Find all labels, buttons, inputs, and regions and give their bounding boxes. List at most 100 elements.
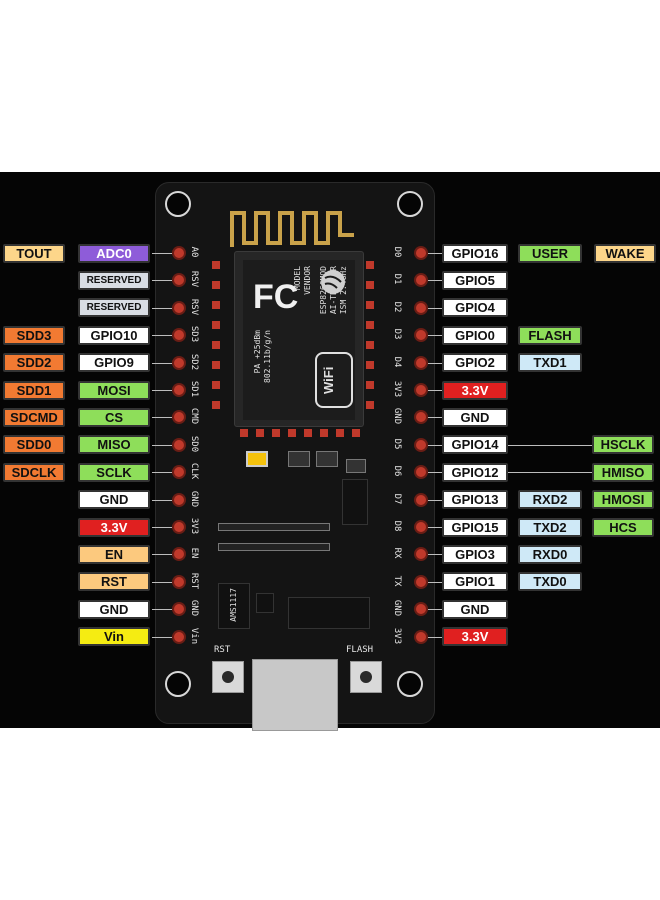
silkscreen-rsv: RSV: [189, 298, 199, 315]
header-pin: [174, 494, 184, 505]
left-alt-label: SDD2: [3, 353, 65, 373]
micro-usb-port[interactable]: [252, 659, 338, 731]
module-pad: [366, 341, 374, 349]
header-pin: [174, 467, 184, 478]
connector-line: [428, 527, 442, 528]
connector-line: [428, 609, 442, 611]
nodemcu-board: FC MODEL VENDOR ESP8266MOD AI-THINKER IS…: [155, 182, 435, 731]
smd-component: [316, 451, 338, 467]
silkscreen-gnd: GND: [189, 490, 199, 507]
connector-line: [152, 362, 172, 364]
header-pin: [174, 248, 184, 258]
connector-line: [428, 636, 442, 638]
silkscreen-rx: RX: [392, 547, 402, 559]
header-pin: [174, 522, 184, 532]
right-pin-label: GPIO4: [442, 298, 508, 318]
left-pin-label: GND: [78, 599, 150, 619]
mounting-hole: [397, 191, 423, 217]
flash-button[interactable]: [350, 661, 382, 693]
module-shield: FC MODEL VENDOR ESP8266MOD AI-THINKER IS…: [243, 260, 355, 420]
header-pin: [174, 302, 184, 313]
module-pad: [366, 401, 374, 409]
rst-button[interactable]: [212, 661, 244, 693]
connector-line: [152, 554, 172, 556]
left-pin-label: GPIO9: [78, 353, 150, 373]
silkscreen-tx: TX: [392, 575, 402, 587]
right-func-label: FLASH: [518, 325, 582, 345]
module-pad: [366, 361, 374, 369]
header-pin: [174, 330, 184, 341]
connector-line: [428, 417, 442, 419]
header-pin: [174, 604, 184, 615]
connector-line: [428, 280, 442, 282]
header-pin: [416, 576, 426, 587]
module-pad: [212, 401, 220, 409]
module-pad: [256, 429, 264, 437]
silkscreen-sd0: SD0: [189, 435, 199, 452]
silkscreen-vin: Vin: [189, 627, 199, 644]
smd-row: [218, 543, 330, 551]
module-pad: [366, 381, 374, 389]
header-pin: [174, 576, 184, 587]
silkscreen-d1: D1: [392, 273, 402, 285]
left-pin-label: CS: [78, 407, 150, 427]
regulator-label: AMS1117: [229, 588, 238, 622]
silkscreen-d0: D0: [392, 246, 402, 258]
connector-line: [428, 499, 442, 501]
left-alt-label: SDCLK: [3, 462, 65, 482]
connector-line: [428, 390, 442, 391]
connector-line: [152, 636, 172, 638]
module-pad: [366, 281, 374, 289]
silkscreen-d3: D3: [392, 328, 402, 340]
module-pad: [212, 361, 220, 369]
connector-line: [428, 472, 442, 474]
pcb-antenna: [230, 211, 354, 247]
module-text: 802.11b/g/n: [263, 330, 272, 383]
header-pin: [416, 522, 426, 532]
right-pin-label: GPIO0: [442, 325, 508, 345]
right-pin-label: GPIO15: [442, 517, 508, 537]
left-pin-label: RESERVED: [78, 270, 150, 290]
left-pin-label: RESERVED: [78, 298, 150, 318]
left-pin-label: MOSI: [78, 380, 150, 400]
header-pin: [416, 604, 426, 615]
right-pin-label: GPIO13: [442, 490, 508, 510]
silkscreen-en: EN: [189, 547, 199, 559]
left-alt-label: TOUT: [3, 243, 65, 263]
connector-line: [152, 307, 172, 309]
smd-component: [256, 593, 274, 613]
left-pin-label: GPIO10: [78, 325, 150, 345]
right-func-label: TXD1: [518, 353, 582, 373]
connector-line: [152, 444, 172, 446]
right-alt-label: HSCLK: [592, 435, 654, 455]
rst-button-label: RST: [214, 645, 231, 655]
silkscreen-sd1: SD1: [189, 380, 199, 398]
module-pad: [212, 281, 220, 289]
connector-line: [508, 472, 592, 474]
connector-line: [152, 253, 172, 254]
header-pin: [416, 357, 426, 368]
right-pin-label: GPIO2: [442, 353, 508, 373]
module-pads-bottom: [234, 429, 364, 439]
silkscreen-rst: RST: [189, 572, 199, 589]
espressif-icon: [321, 270, 345, 294]
right-func-label: TXD2: [518, 517, 582, 537]
mounting-hole: [165, 191, 191, 217]
flash-button-label: FLASH: [346, 645, 374, 655]
silkscreen-d2: D2: [392, 301, 402, 313]
silkscreen-gnd: GND: [189, 600, 199, 617]
connector-line: [428, 335, 442, 337]
right-pin-label: 3.3V: [442, 627, 508, 647]
right-pin-label: GND: [442, 407, 508, 427]
right-pin-label: GPIO1: [442, 572, 508, 592]
right-pin-label: 3.3V: [442, 380, 508, 400]
right-alt-label: WAKE: [594, 243, 656, 263]
silkscreen-cmd: CMD: [189, 408, 199, 425]
module-pad: [304, 429, 312, 437]
module-pad: [272, 429, 280, 437]
connector-line: [152, 280, 172, 282]
connector-line: [428, 581, 442, 583]
header-pin: [174, 385, 184, 395]
header-pin: [416, 248, 426, 258]
module-pad: [366, 261, 374, 269]
